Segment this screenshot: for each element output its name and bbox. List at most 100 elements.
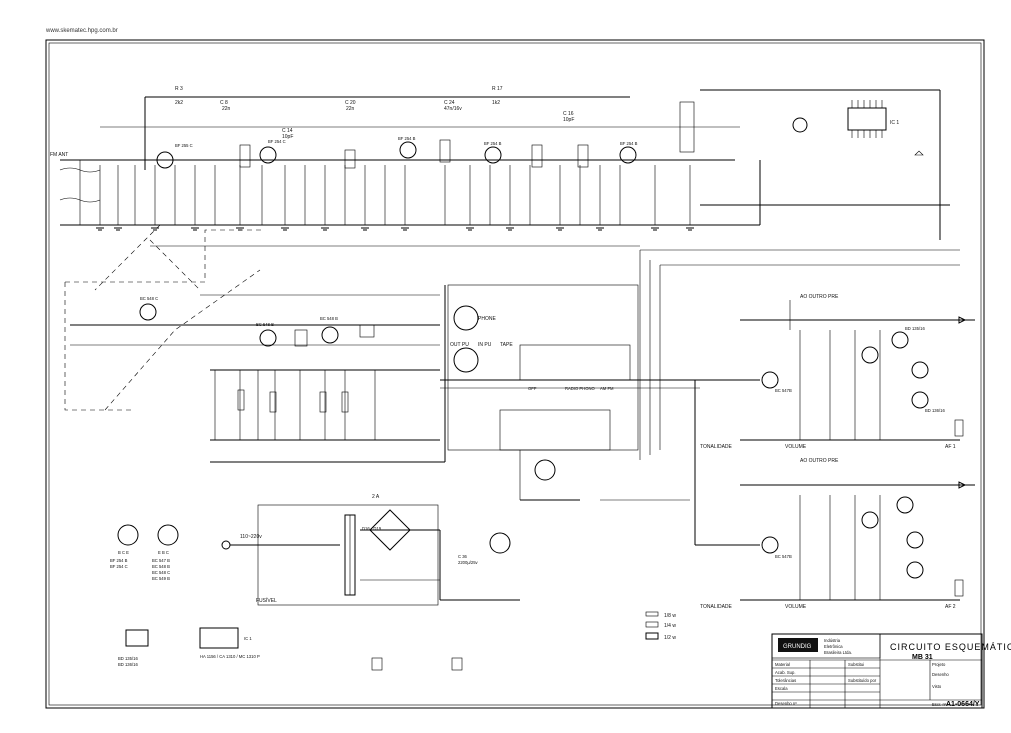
- svg-text:22n: 22n: [222, 106, 231, 112]
- svg-text:RADIO PHONO: RADIO PHONO: [565, 386, 596, 391]
- svg-text:2 A: 2 A: [372, 494, 380, 500]
- svg-text:AF 2: AF 2: [945, 604, 956, 610]
- input-selector-section: PHONE OUT PU IN PU TAPE RADIO PHONO AM F…: [440, 284, 700, 501]
- svg-text:C 20: C 20: [345, 100, 356, 106]
- svg-text:BC 548 C: BC 548 C: [140, 296, 158, 301]
- svg-text:OFF: OFF: [528, 386, 537, 391]
- tape-din-jack: [534, 459, 556, 481]
- svg-text:1k2: 1k2: [492, 100, 500, 106]
- brand-logo: [778, 638, 818, 652]
- svg-text:AM FM: AM FM: [600, 386, 614, 391]
- fm-tuner-section: R 3 2k2 C 8 22n C 20 22n C 24 47n/16v R …: [60, 86, 760, 247]
- svg-text:1/2 w: 1/2 w: [664, 635, 676, 641]
- svg-text:10pF: 10pF: [282, 134, 293, 140]
- svg-text:BF 255 C: BF 255 C: [175, 143, 193, 148]
- svg-text:IN PU: IN PU: [478, 342, 492, 348]
- svg-text:AF 1: AF 1: [945, 444, 956, 450]
- power-din-socket: [489, 532, 511, 554]
- fm-antenna: FM ANT: [50, 152, 101, 203]
- drawing-code: A1-0664/Y: [946, 701, 980, 708]
- title-block: GRUNDIG Indústria Eletrônica Brasileira …: [771, 633, 1011, 709]
- svg-text:Brasileira Ltda.: Brasileira Ltda.: [824, 650, 852, 655]
- drawing-inner-border: [48, 42, 982, 706]
- power-supply: 110~220v FUSÍVEL 2 A D16 - D19 C 36 2200…: [221, 494, 520, 606]
- svg-text:VOLUME: VOLUME: [785, 604, 807, 610]
- pinout-legend: B C E E B C BF 254 B BF 254 C BC 547 B B…: [110, 524, 463, 671]
- svg-text:PHONE: PHONE: [478, 316, 496, 322]
- svg-text:BC 548 B: BC 548 B: [152, 564, 170, 569]
- svg-text:TAPE: TAPE: [500, 342, 513, 348]
- svg-text:C 14: C 14: [282, 128, 293, 134]
- svg-text:AO OUTRO PRE: AO OUTRO PRE: [800, 294, 839, 300]
- svg-text:Projeto: Projeto: [932, 662, 946, 667]
- diode-pinout-icon: [371, 657, 383, 671]
- drawing-title: CIRCUITO ESQUEMÁTICO: [890, 642, 1011, 652]
- led-pinout-icon: [451, 657, 463, 671]
- svg-text:BF 254 B: BF 254 B: [620, 141, 638, 146]
- svg-text:AO OUTRO PRE: AO OUTRO PRE: [800, 458, 839, 464]
- svg-text:1/4 w: 1/4 w: [664, 623, 676, 629]
- svg-text:2k2: 2k2: [175, 100, 183, 106]
- svg-text:BD 136/16: BD 136/16: [118, 662, 138, 667]
- svg-text:BC 547B: BC 547B: [775, 554, 792, 559]
- svg-text:10pF: 10pF: [563, 117, 574, 123]
- svg-text:E B C: E B C: [158, 550, 169, 555]
- svg-text:FUSÍVEL: FUSÍVEL: [256, 597, 277, 604]
- source-url: www.skematec.hpg.com.br: [45, 28, 118, 34]
- am-tuner-dashed-outline: [64, 224, 265, 411]
- bridge-rectifier: [369, 509, 411, 551]
- svg-text:IC 1: IC 1: [890, 120, 899, 126]
- svg-text:GRUNDIG: GRUNDIG: [783, 644, 812, 650]
- svg-text:OUT PU: OUT PU: [450, 342, 469, 348]
- svg-text:R 17: R 17: [492, 86, 503, 92]
- svg-text:BC 548 B: BC 548 B: [256, 322, 274, 327]
- svg-text:C 8: C 8: [220, 100, 228, 106]
- svg-text:BD 135/16: BD 135/16: [905, 326, 925, 331]
- transistor-pinout-2-icon: [157, 524, 179, 546]
- power-amp-1: AO OUTRO PRE TONALIDADE VOLUME AF 1 BC 5…: [694, 294, 975, 545]
- ic1-chip: [847, 107, 887, 131]
- svg-text:Desenho nº: Desenho nº: [775, 701, 797, 706]
- mains-plug-icon: [221, 540, 231, 550]
- resistor-wattage-legend: 1/8 w 1/4 w 1/2 w: [645, 611, 676, 641]
- svg-text:BC 548 B: BC 548 B: [320, 316, 338, 321]
- svg-text:R 3: R 3: [175, 86, 183, 92]
- svg-text:110~220v: 110~220v: [240, 534, 262, 540]
- svg-text:Visto: Visto: [932, 684, 942, 689]
- svg-text:BC 548 C: BC 548 C: [152, 570, 170, 575]
- svg-text:BF 254 C: BF 254 C: [110, 564, 128, 569]
- am-section: BC 548 C BC 548 B BC 548 B: [70, 285, 446, 463]
- svg-text:BF 254 B: BF 254 B: [484, 141, 502, 146]
- drawing-model: MB 31: [912, 654, 933, 661]
- svg-text:Material: Material: [775, 662, 790, 667]
- svg-text:C 24: C 24: [444, 100, 455, 106]
- svg-text:VOLUME: VOLUME: [785, 444, 807, 450]
- svg-text:Eletrônica: Eletrônica: [824, 644, 843, 649]
- svg-text:C 16: C 16: [563, 111, 574, 117]
- svg-text:BC 547B: BC 547B: [775, 388, 792, 393]
- svg-text:BF 254 C: BF 254 C: [268, 139, 286, 144]
- svg-text:Escala: Escala: [775, 686, 788, 691]
- power-amp-2: AO OUTRO PRE TONALIDADE VOLUME AF 2 BC 5…: [695, 458, 975, 610]
- drawing-border: [45, 39, 985, 709]
- svg-text:Acab. Sup.: Acab. Sup.: [775, 670, 796, 675]
- svg-text:BD 135/16: BD 135/16: [118, 656, 138, 661]
- svg-text:Indústria: Indústria: [824, 638, 841, 643]
- ic1-pinout-icon: [199, 627, 239, 649]
- phone-jack: [453, 305, 479, 331]
- svg-text:FM ANT: FM ANT: [50, 152, 68, 158]
- speaker-af1-icon: [954, 419, 964, 437]
- svg-text:TONALIDADE: TONALIDADE: [700, 604, 733, 610]
- svg-text:BD 136/16: BD 136/16: [925, 408, 945, 413]
- svg-text:BF 254 B: BF 254 B: [110, 558, 128, 563]
- svg-text:Desenho: Desenho: [932, 672, 949, 677]
- pu-tape-jack: [453, 347, 479, 373]
- stereo-decoder-section: IC 1: [700, 89, 950, 240]
- power-transistor-pinout-icon: [125, 629, 149, 647]
- svg-text:47n/16v: 47n/16v: [444, 106, 462, 112]
- svg-text:TONALIDADE: TONALIDADE: [700, 444, 733, 450]
- transistor-pinout-1-icon: [117, 524, 139, 546]
- svg-text:22n: 22n: [346, 106, 355, 112]
- svg-text:1/8 w: 1/8 w: [664, 613, 676, 619]
